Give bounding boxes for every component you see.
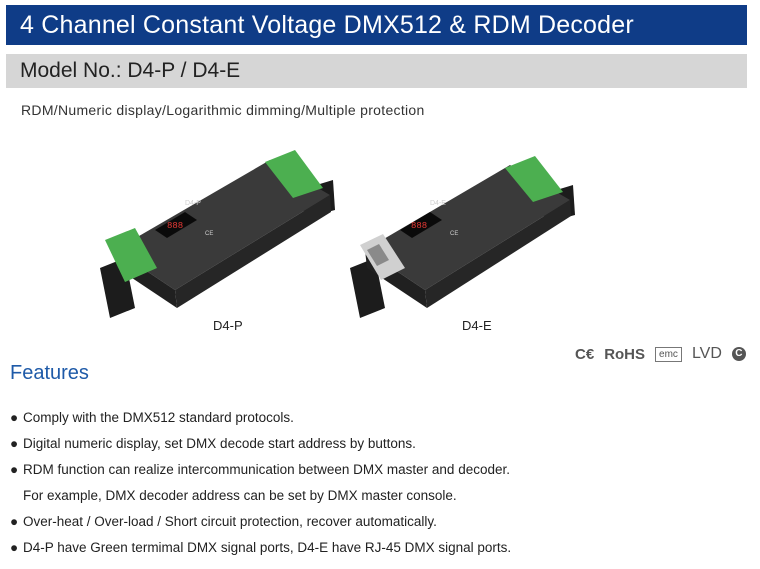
product-image-d4e: 888 D4-E CE <box>345 150 580 320</box>
svg-text:CE: CE <box>450 231 458 237</box>
product-image-d4p: 888 D4-P CE <box>95 140 340 320</box>
ce-mark-icon: C€ <box>575 345 595 363</box>
page-title: 4 Channel Constant Voltage DMX512 & RDM … <box>6 5 747 45</box>
bullet-icon: ● <box>10 462 19 477</box>
feature-text: RDM function can realize intercommunicat… <box>23 462 510 477</box>
list-item: ● RDM function can realize intercommunica… <box>10 457 511 483</box>
product-caption-d4e: D4-E <box>462 318 492 333</box>
list-item: ● Over-heat / Over-load / Short circuit p… <box>10 509 511 535</box>
lvd-mark-icon: LVD <box>691 345 722 362</box>
model-number: Model No.: D4-P / D4-E <box>6 54 747 88</box>
svg-text:888: 888 <box>167 221 183 231</box>
svg-text:CE: CE <box>205 231 213 237</box>
features-heading: Features <box>10 362 89 384</box>
certification-marks: C€ RoHS emc LVD C <box>575 345 746 363</box>
feature-text: Comply with the DMX512 standard protocol… <box>23 410 294 425</box>
svg-text:D4-E: D4-E <box>430 200 446 207</box>
bullet-icon: ● <box>10 514 19 529</box>
product-caption-d4p: D4-P <box>213 318 243 333</box>
feature-text: Digital numeric display, set DMX decode … <box>23 436 416 451</box>
terminal-block <box>105 228 157 282</box>
list-item: ● Digital numeric display, set DMX decode… <box>10 431 511 457</box>
feature-text: D4-P have Green termimal DMX signal port… <box>23 540 512 555</box>
certification-circle-icon: C <box>731 347 746 361</box>
feature-text: Over-heat / Over-load / Short circuit pr… <box>23 514 437 529</box>
list-item-continuation: For example, DMX decoder address can be … <box>10 483 511 509</box>
bullet-icon: ● <box>10 436 19 451</box>
rohs-mark-icon: RoHS <box>604 345 646 363</box>
svg-text:888: 888 <box>411 221 427 231</box>
features-list: ● Comply with the DMX512 standard protoco… <box>10 405 511 561</box>
feature-text: For example, DMX decoder address can be … <box>23 488 457 503</box>
emc-mark-icon: emc <box>655 346 682 362</box>
svg-text:D4-P: D4-P <box>185 200 201 207</box>
list-item: ● D4-P have Green termimal DMX signal por… <box>10 535 511 561</box>
tagline: RDM/Numeric display/Logarithmic dimming/… <box>21 102 425 118</box>
list-item: ● Comply with the DMX512 standard protoco… <box>10 405 511 431</box>
bullet-icon: ● <box>10 540 19 555</box>
bullet-icon: ● <box>10 410 19 425</box>
